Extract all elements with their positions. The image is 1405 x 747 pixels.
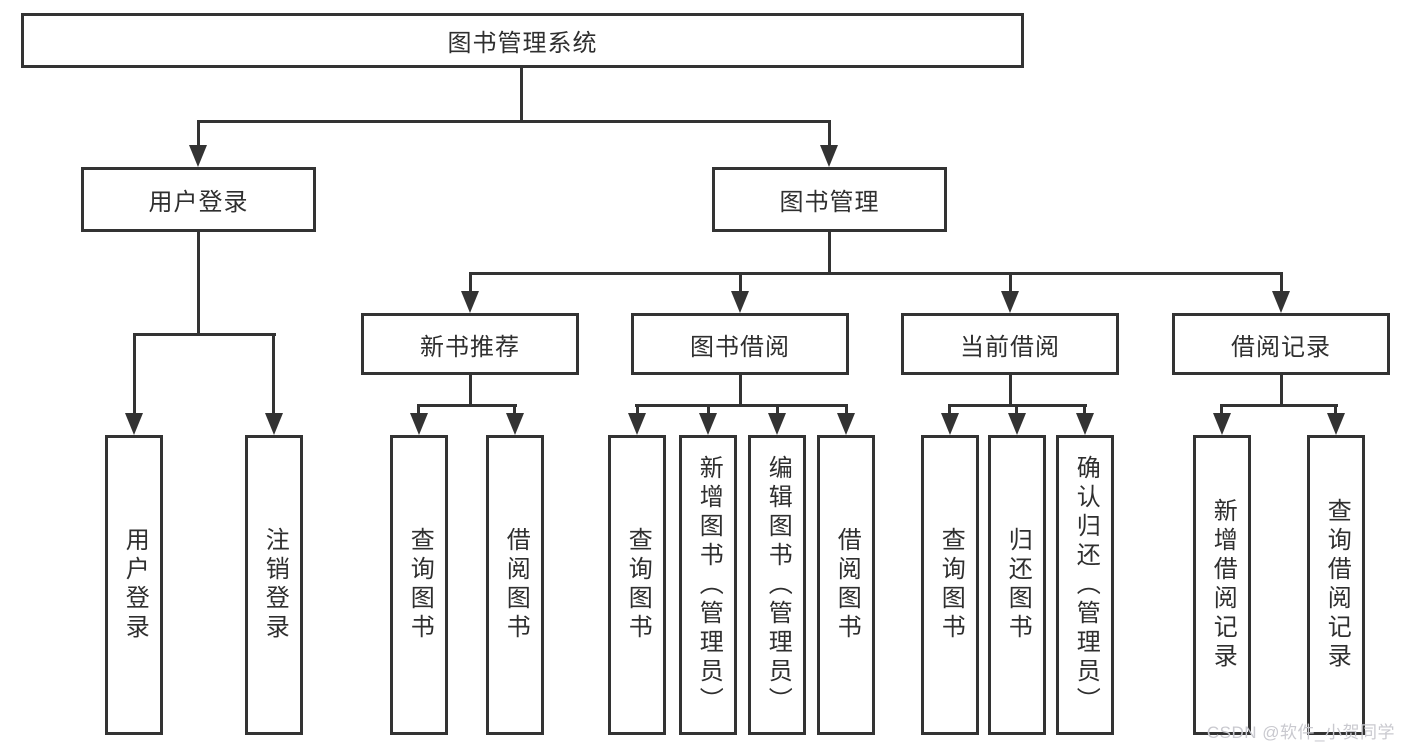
arrow-down-icon	[768, 413, 786, 435]
leaf-query-borrowing-record: 查询借阅记录	[1307, 435, 1365, 735]
arrow-down-icon	[265, 413, 283, 435]
connector-root-stem	[520, 67, 523, 123]
arrow-down-icon	[1327, 413, 1345, 435]
connector-borrowing-records-bar	[1220, 404, 1338, 407]
connector-drop-borrowing-records	[1280, 272, 1283, 294]
connector-book-management-bar	[469, 272, 1283, 275]
leaf-query-books-borrowing: 查询图书	[608, 435, 666, 735]
arrow-down-icon	[189, 145, 207, 167]
leaf-label: 查询图书	[937, 527, 965, 643]
leaf-user-login: 用户登录	[105, 435, 163, 735]
connector-drop-new-book	[469, 272, 472, 294]
connector-drop-leaf	[707, 404, 710, 416]
connector-drop-book-borrowing	[739, 272, 742, 294]
connector-drop-leaf	[636, 404, 639, 416]
connector-drop-current-borrowing	[1009, 272, 1012, 294]
connector-drop-leaf	[513, 404, 516, 416]
node-borrowing-records: 借阅记录	[1172, 313, 1390, 375]
connector-borrowing-records-stem	[1280, 375, 1283, 407]
leaf-label: 查询图书	[624, 527, 652, 643]
connector-new-book-bar	[417, 404, 517, 407]
arrow-down-icon	[410, 413, 428, 435]
arrow-down-icon	[461, 291, 479, 313]
connector-drop-leaf	[1220, 404, 1223, 416]
connector-drop-leaf	[1015, 404, 1018, 416]
connector-drop-leaf	[272, 333, 275, 414]
leaf-label: 确认归还（管理员）	[1072, 454, 1100, 716]
leaf-add-book-admin: 新增图书（管理员）	[679, 435, 737, 735]
connector-current-borrowing-stem	[1009, 375, 1012, 407]
leaf-confirm-return-admin: 确认归还（管理员）	[1056, 435, 1114, 735]
arrow-down-icon	[1008, 413, 1026, 435]
connector-drop-leaf	[776, 404, 779, 416]
leaf-query-books-recommend: 查询图书	[390, 435, 448, 735]
arrow-down-icon	[506, 413, 524, 435]
connector-user-login-bar	[133, 333, 276, 336]
arrow-down-icon	[1272, 291, 1290, 313]
leaf-label: 新增图书（管理员）	[695, 454, 723, 716]
arrow-down-icon	[699, 413, 717, 435]
leaf-borrow-books-borrowing: 借阅图书	[817, 435, 875, 735]
node-user-login: 用户登录	[81, 167, 316, 232]
leaf-logout: 注销登录	[245, 435, 303, 735]
connector-drop-leaf	[417, 404, 420, 416]
node-book-management: 图书管理	[712, 167, 947, 232]
leaf-query-books-current: 查询图书	[921, 435, 979, 735]
arrow-down-icon	[125, 413, 143, 435]
connector-drop-leaf	[948, 404, 951, 416]
connector-book-borrowing-bar	[635, 404, 847, 407]
watermark-csdn: CSDN @软件_小贺同学	[1206, 723, 1395, 742]
leaf-label: 注销登录	[261, 527, 289, 643]
connector-drop-leaf	[133, 333, 136, 414]
leaf-label: 新增借阅记录	[1209, 498, 1237, 672]
arrow-down-icon	[941, 413, 959, 435]
leaf-label: 查询图书	[406, 527, 434, 643]
connector-user-login-stem	[197, 232, 200, 335]
node-new-book-recommendation: 新书推荐	[361, 313, 579, 375]
node-book-borrowing: 图书借阅	[631, 313, 849, 375]
leaf-edit-book-admin: 编辑图书（管理员）	[748, 435, 806, 735]
leaf-label: 归还图书	[1004, 527, 1032, 643]
leaf-label: 用户登录	[121, 527, 149, 643]
connector-drop-book-management	[828, 120, 831, 148]
node-library-management-system: 图书管理系统	[21, 13, 1024, 68]
node-current-borrowing: 当前借阅	[901, 313, 1119, 375]
arrow-down-icon	[1213, 413, 1231, 435]
arrow-down-icon	[837, 413, 855, 435]
connector-drop-user-login	[197, 120, 200, 148]
connector-drop-leaf	[845, 404, 848, 416]
connector-book-management-stem	[828, 232, 831, 275]
connector-drop-leaf	[1334, 404, 1337, 416]
leaf-label: 借阅图书	[833, 527, 861, 643]
connector-drop-leaf	[1083, 404, 1086, 416]
arrow-down-icon	[820, 145, 838, 167]
arrow-down-icon	[731, 291, 749, 313]
connector-root-bar	[197, 120, 831, 123]
leaf-label: 查询借阅记录	[1323, 498, 1351, 672]
leaf-add-borrowing-record: 新增借阅记录	[1193, 435, 1251, 735]
arrow-down-icon	[1001, 291, 1019, 313]
leaf-label: 编辑图书（管理员）	[764, 454, 792, 716]
connector-book-borrowing-stem	[739, 375, 742, 407]
leaf-borrow-books-recommend: 借阅图书	[486, 435, 544, 735]
arrow-down-icon	[628, 413, 646, 435]
arrow-down-icon	[1076, 413, 1094, 435]
connector-new-book-stem	[469, 375, 472, 407]
leaf-return-books: 归还图书	[988, 435, 1046, 735]
leaf-label: 借阅图书	[502, 527, 530, 643]
